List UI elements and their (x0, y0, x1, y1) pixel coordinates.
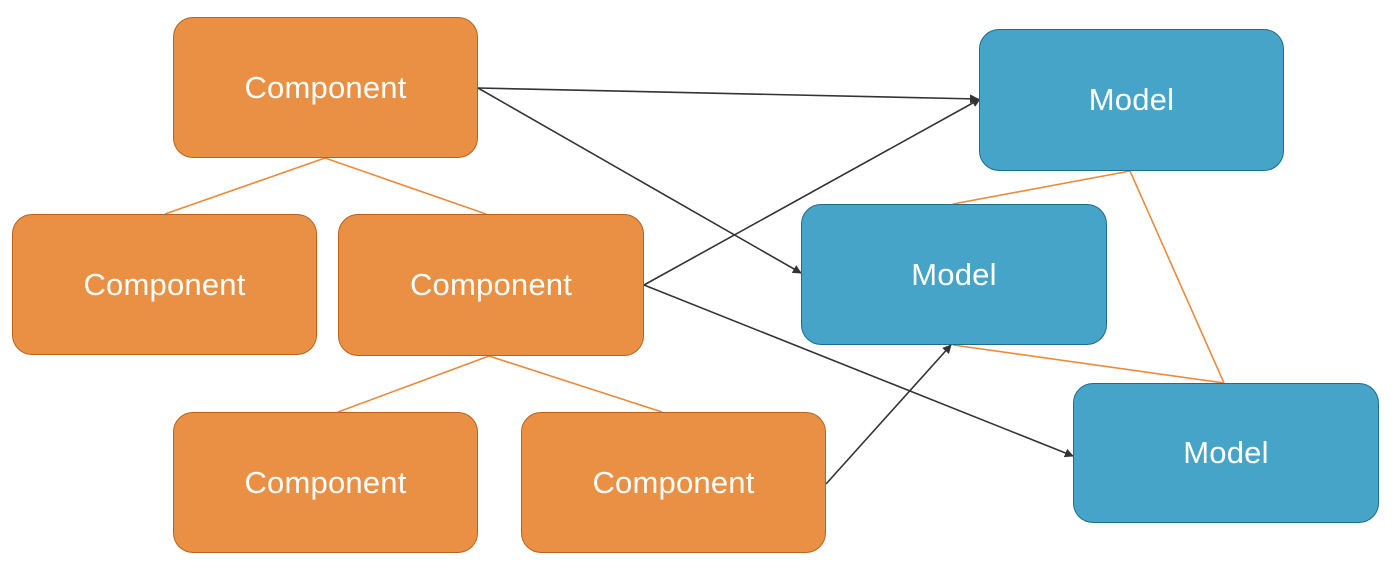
arrow-c5-m2 (825, 344, 952, 485)
model-link-m1-m3 (1129, 170, 1225, 384)
component-node-bottom-right[interactable]: Component (521, 412, 826, 553)
tree-link-c1-c3 (324, 157, 487, 215)
arrow-c3-m3 (643, 284, 1074, 458)
component-label: Component (244, 464, 407, 500)
component-label: Component (409, 267, 573, 302)
tree-link-c1-c2 (164, 157, 326, 215)
tree-link-c3-c4 (337, 355, 490, 413)
model-link-m2-m3 (952, 344, 1225, 384)
component-node-top[interactable]: Component (173, 17, 478, 158)
component-label: Component (83, 266, 246, 302)
component-label: Component (592, 464, 755, 500)
model-node-top[interactable]: Model (979, 29, 1284, 171)
component-node-middle[interactable]: Component (338, 214, 644, 356)
model-link-m1-m2 (952, 170, 1131, 205)
tree-link-c3-c5 (488, 355, 663, 413)
arrow-c1-m2 (477, 87, 802, 274)
model-node-bottom[interactable]: Model (1073, 383, 1379, 523)
model-label: Model (1183, 435, 1269, 470)
component-node-bottom-left[interactable]: Component (173, 412, 478, 553)
model-label: Model (1088, 82, 1175, 117)
model-label: Model (911, 256, 997, 292)
model-node-middle[interactable]: Model (801, 204, 1107, 345)
component-node-left[interactable]: Component (12, 214, 317, 355)
arrow-c3-m1 (643, 98, 981, 286)
component-label: Component (244, 69, 407, 105)
arrow-c1-m1 (477, 87, 979, 104)
